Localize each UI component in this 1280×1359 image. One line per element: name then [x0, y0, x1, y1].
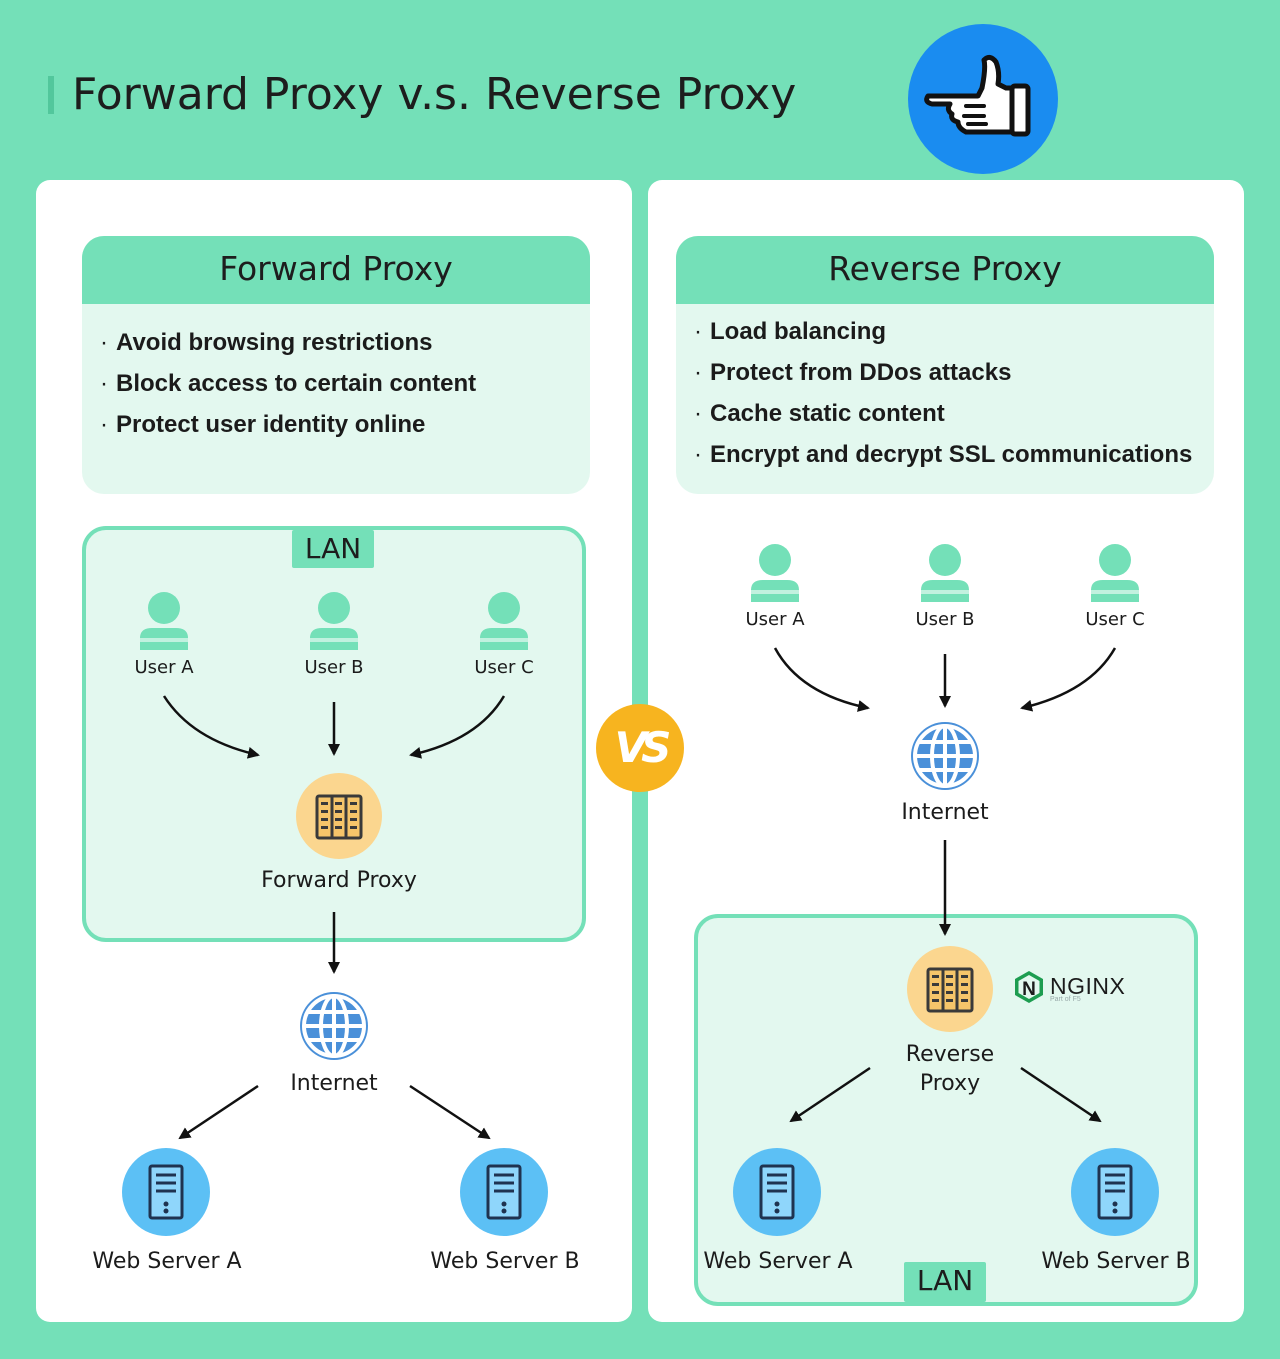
reverse-proxy-card: Reverse Proxy · Load balancing · Protect f… — [676, 236, 1214, 494]
page-title: Forward Proxy v.s. Reverse Proxy — [72, 69, 797, 120]
forward-proxy-card-header — [82, 236, 590, 304]
nginx-sub: Part of F5 — [1050, 996, 1081, 1003]
forward-proxy-bullets: · Avoid browsing restrictions · Block acce… — [100, 322, 476, 445]
user-label: User B — [304, 657, 364, 678]
server-rack-icon — [905, 944, 995, 1034]
arrow — [789, 1066, 871, 1123]
list-item: · Avoid browsing restrictions — [100, 322, 476, 363]
web-server-label: Web Server A — [92, 1249, 242, 1274]
list-item: · Cache static content — [694, 393, 1192, 434]
bullet-text: Block access to certain content — [116, 370, 477, 397]
arrow — [409, 695, 506, 759]
web-server-label: Web Server A — [703, 1249, 853, 1274]
bullet-text: Load balancing — [710, 318, 887, 345]
bullet-dot: · — [694, 318, 702, 345]
nginx-logo: N NGINX Part of F5 — [1012, 968, 1126, 1008]
globe-icon — [298, 990, 370, 1062]
hand-badge — [908, 24, 1058, 174]
pointing-hand-icon — [924, 54, 1031, 137]
nginx-hex-icon — [1015, 971, 1043, 1003]
title-accent-bar — [48, 76, 54, 114]
list-item: · Block access to certain content — [100, 363, 476, 404]
nginx-letter: N — [1022, 979, 1036, 1000]
reverse-proxy-label-line1: Reverse — [905, 1042, 995, 1067]
arrow — [178, 1084, 259, 1140]
reverse-proxy-card-header — [676, 236, 1214, 304]
server-tower-icon — [458, 1146, 550, 1238]
list-item: · Protect user identity online — [100, 404, 476, 445]
reverse-proxy-heading: Reverse Proxy — [828, 249, 1062, 288]
server-rack-icon — [294, 771, 384, 861]
internet-label: Internet — [290, 1071, 378, 1096]
forward-proxy-heading: Forward Proxy — [219, 249, 453, 288]
server-tower-icon — [120, 1146, 212, 1238]
user-icon — [921, 544, 969, 602]
arrow — [162, 695, 260, 759]
list-item: · Encrypt and decrypt SSL communications — [694, 434, 1192, 475]
server-tower-icon — [1069, 1146, 1161, 1238]
arrow — [1020, 647, 1117, 712]
user-icon — [140, 592, 188, 650]
bullet-dot: · — [694, 441, 702, 468]
user-label: User A — [745, 609, 805, 630]
reverse-proxy-label-line2: Proxy — [919, 1071, 981, 1096]
reverse-lan-label: LAN — [904, 1262, 986, 1302]
forward-proxy-label: Forward Proxy — [261, 868, 417, 893]
bullet-dot: · — [100, 370, 108, 397]
internet-label: Internet — [901, 800, 989, 825]
user-icon — [310, 592, 358, 650]
list-item: · Protect from DDos attacks — [694, 352, 1192, 393]
globe-icon — [909, 720, 981, 792]
user-label: User A — [134, 657, 194, 678]
user-label: User C — [1085, 609, 1145, 630]
nginx-letter-holder: N — [1022, 979, 1036, 1000]
bullet-dot: · — [100, 329, 108, 356]
bullet-dot: · — [100, 411, 108, 438]
arrow — [773, 647, 870, 712]
arrow — [1020, 1066, 1102, 1123]
bullet-text: Cache static content — [710, 400, 945, 427]
vs-label: VS — [614, 723, 672, 772]
server-tower-icon — [731, 1146, 823, 1238]
reverse-proxy-bullets: · Load balancing · Protect from DDos attac… — [694, 311, 1192, 475]
user-label: User C — [474, 657, 534, 678]
list-item: · Load balancing — [694, 311, 1192, 352]
bullet-text: Protect from DDos attacks — [710, 359, 1012, 386]
user-icon — [480, 592, 528, 650]
forward-lan-label: LAN — [292, 530, 374, 568]
nginx-name: NGINX — [1050, 973, 1126, 999]
vs-badge: VS — [596, 704, 684, 792]
forward-proxy-card: Forward Proxy · Avoid browsing restrictio… — [82, 236, 590, 494]
bullet-text: Avoid browsing restrictions — [116, 329, 433, 356]
web-server-label: Web Server B — [1041, 1249, 1191, 1274]
user-icon — [751, 544, 799, 602]
bullet-dot: · — [694, 400, 702, 427]
bullet-dot: · — [694, 359, 702, 386]
bullet-text: Encrypt and decrypt SSL communications — [710, 441, 1193, 468]
web-server-label: Web Server B — [430, 1249, 580, 1274]
bullet-text: Protect user identity online — [116, 411, 426, 438]
arrow — [409, 1084, 491, 1140]
user-label: User B — [915, 609, 975, 630]
user-icon — [1091, 544, 1139, 602]
